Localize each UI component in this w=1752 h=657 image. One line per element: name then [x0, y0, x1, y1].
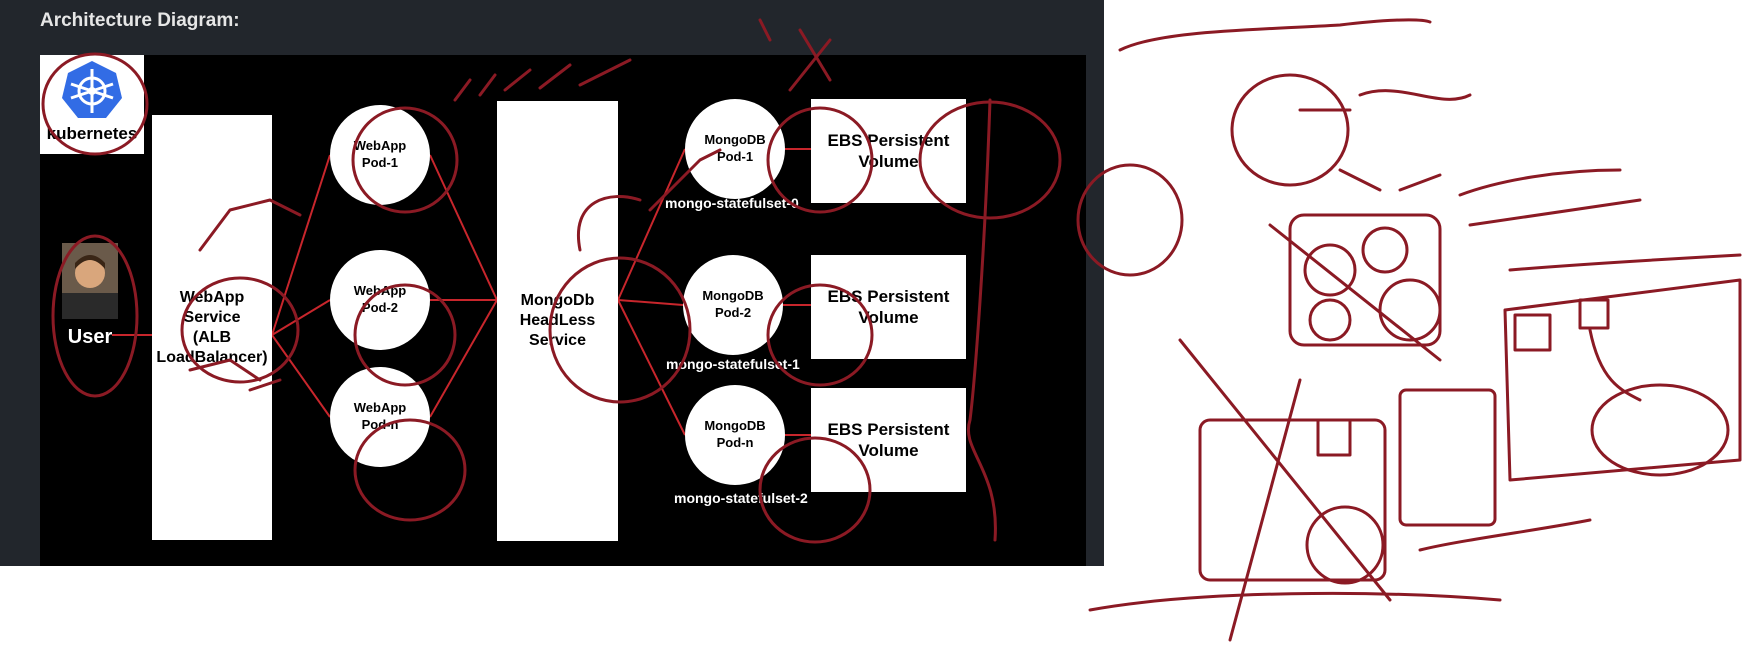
connector-service-pod1 [271, 154, 331, 336]
statefulset-0-label: mongo-statefulset-0 [665, 195, 799, 211]
ink-must-path-note [1458, 168, 1642, 227]
ink-webapp-circle [1230, 73, 1350, 187]
webapp-pod-1: WebApp Pod-1 [330, 105, 430, 205]
statefulset-2-label: mongo-statefulset-2 [674, 490, 808, 506]
ink-webapp-note [1298, 89, 1472, 112]
mongodb-pod-1-line1: MongoDB [704, 132, 766, 148]
connector-service-podn [271, 334, 331, 418]
mongodb-pod-2: MongoDB Pod-2 [683, 255, 783, 355]
ink-node-box-left [1198, 418, 1387, 582]
person-photo-icon [62, 243, 118, 319]
ink-pod-circle-2 [1361, 226, 1409, 274]
headless-line3: Service [529, 332, 586, 349]
ink-pod-cross [1268, 223, 1442, 362]
webapp-pod-2: WebApp Pod-2 [330, 250, 430, 350]
mongodb-pod-2-line1: MongoDB [702, 288, 764, 304]
ink-pod-note [1338, 168, 1442, 192]
kubernetes-helm-wheel-icon [62, 61, 122, 118]
statefulset-1-label: mongo-statefulset-1 [666, 356, 800, 372]
service-line4: LoadBalancer) [156, 348, 268, 366]
ink-bottom-stroke [1088, 591, 1502, 612]
user-node: User [62, 243, 118, 349]
ink-square-3 [1316, 418, 1352, 457]
ebs-volume-3: EBS Persistent Volume [811, 388, 966, 492]
ink-persistent-volume-note [1118, 18, 1432, 52]
mongodb-headless-service-box: MongoDb HeadLess Service [497, 101, 618, 541]
mongodb-pod-1-line2: Pod-1 [716, 149, 754, 164]
ink-worker-node-note [1508, 253, 1742, 272]
mongodb-pod-n-line1: MongoDB [704, 418, 766, 434]
ebs-volume-3-line1: EBS Persistent [827, 419, 950, 439]
webapp-pod-2-line1: WebApp [353, 283, 407, 299]
connector-headless-mongo1 [617, 148, 686, 301]
ebs-volume-2-line1: EBS Persistent [827, 286, 950, 306]
ink-pod-circle-4 [1378, 278, 1442, 342]
mongodb-pod-2-line2: Pod-2 [714, 305, 752, 320]
ink-pod-circle-3 [1308, 298, 1352, 342]
webapp-pod-n-line2: Pod-n [361, 417, 399, 432]
webapp-service-box: WebApp Service (ALB LoadBalancer) [152, 115, 272, 540]
webapp-pod-n-line1: WebApp [353, 400, 407, 416]
kubernetes-logo: kubernetes [40, 55, 144, 154]
ink-volume-circle-2 [1305, 505, 1385, 585]
panel-title: Architecture Diagram: [40, 10, 240, 31]
architecture-diagram: kubernetes User WebApp Service (ALB Load… [40, 55, 1086, 566]
headless-line1: MongoDb [520, 292, 595, 309]
ebs-volume-1-line2: Volume [858, 152, 919, 171]
ink-pod-circle-1 [1303, 243, 1357, 297]
mongodb-pod-1: MongoDB Pod-1 [685, 99, 785, 199]
ebs-volume-2-line2: Volume [858, 308, 919, 327]
ink-link-line [1588, 328, 1642, 402]
ink-worker-node-box [1503, 278, 1742, 482]
connector-headless-mongo2 [617, 299, 684, 306]
webapp-pod-1-line1: WebApp [353, 138, 407, 154]
mongodb-pod-n-line2: Pod-n [716, 435, 754, 450]
connector-pod1-headless [429, 154, 498, 301]
ebs-volume-1: EBS Persistent Volume [811, 99, 966, 203]
ink-square-1 [1513, 313, 1552, 352]
ebs-volume-1-line1: EBS Persistent [827, 130, 950, 150]
ink-pod-box [1288, 213, 1442, 347]
webapp-pod-1-line2: Pod-1 [361, 155, 399, 170]
ink-node-box-mid [1398, 388, 1497, 527]
webapp-pod-n: WebApp Pod-n [330, 367, 430, 467]
service-line3: (ALB [192, 328, 232, 346]
connector-podn-headless [429, 299, 498, 418]
ink-worker-node-note-2 [1418, 518, 1592, 552]
ebs-volume-3-line2: Volume [858, 441, 919, 460]
user-label: User [67, 326, 113, 348]
ink-big-cross [1178, 338, 1392, 642]
service-line2: Service [183, 308, 241, 326]
ink-volume-ellipse [1590, 383, 1730, 477]
mongodb-pod-n: MongoDB Pod-n [685, 385, 785, 485]
webapp-pod-2-line2: Pod-2 [361, 300, 399, 315]
diagram-panel: Architecture Diagram: [0, 0, 1104, 566]
ink-square-2 [1578, 298, 1610, 330]
kubernetes-logo-text: kubernetes [46, 124, 138, 143]
service-line1: WebApp [179, 288, 245, 306]
headless-line2: HeadLess [519, 312, 596, 329]
ebs-volume-2: EBS Persistent Volume [811, 255, 966, 359]
